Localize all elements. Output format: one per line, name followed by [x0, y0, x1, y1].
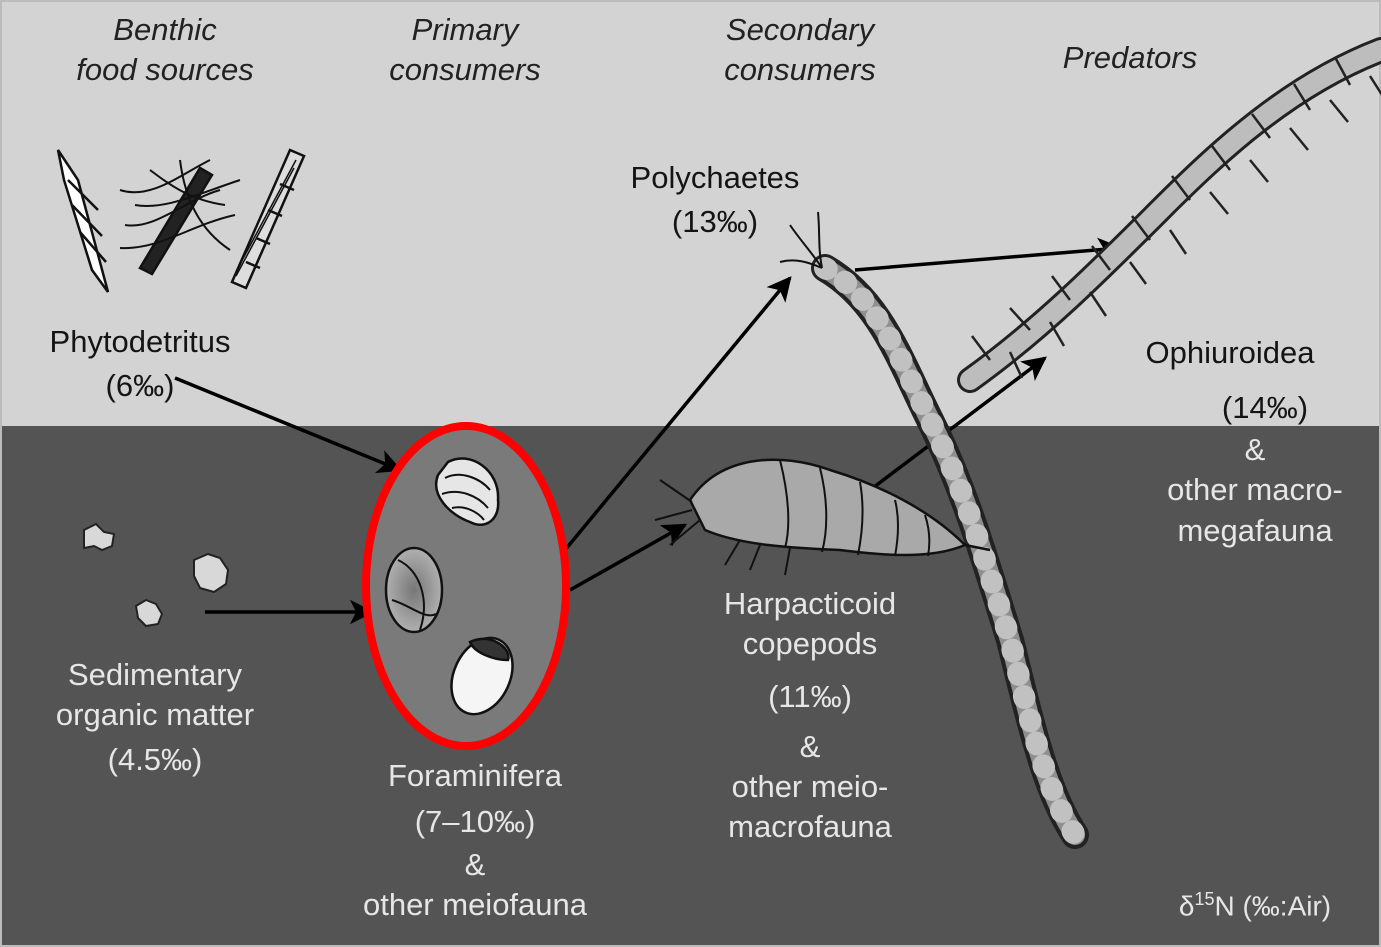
foraminifera-extra: other meiofauna — [320, 885, 630, 925]
header-secondary-line1: Secondary — [690, 10, 910, 50]
phytodetritus-value: (6‰) — [20, 366, 260, 406]
foraminifera-amp: & — [320, 845, 630, 885]
ophiuroidea-extra-line2: megafauna — [1130, 511, 1380, 551]
isotope-axis-note: δ15N (‰:Air) — [1135, 888, 1375, 925]
polychaetes-value: (13‰) — [600, 202, 830, 242]
node-polychaetes: Polychaetes (13‰) — [600, 158, 830, 243]
ophiuroidea-amp: & — [1130, 430, 1380, 470]
polychaetes-name: Polychaetes — [600, 158, 830, 198]
node-harpacticoid-copepods: Harpacticoid copepods (11‰) & other meio… — [680, 584, 940, 848]
node-ophiuroidea-name: Ophiuroidea — [1110, 333, 1350, 373]
header-secondary-line2: consumers — [690, 50, 910, 90]
header-benthic-food-sources: Benthic food sources — [55, 10, 275, 91]
ophiuroidea-extra-line1: other macro- — [1130, 470, 1380, 510]
phytodetritus-name: Phytodetritus — [20, 322, 260, 362]
header-predators: Predators — [1040, 38, 1220, 78]
copepods-amp: & — [680, 727, 940, 767]
header-primary-line1: Primary — [360, 10, 570, 50]
node-ophiuroidea-value: (14‰) — [1150, 388, 1380, 428]
header-primary-line2: consumers — [360, 50, 570, 90]
copepods-name-line2: copepods — [680, 624, 940, 664]
node-phytodetritus: Phytodetritus (6‰) — [20, 322, 260, 407]
header-primary-consumers: Primary consumers — [360, 10, 570, 91]
copepods-value: (11‰) — [680, 677, 940, 717]
isotope-superscript: 15 — [1194, 889, 1214, 909]
header-benthic-line1: Benthic — [55, 10, 275, 50]
copepods-name-line1: Harpacticoid — [680, 584, 940, 624]
node-sedimentary-organic-matter: Sedimentary organic matter (4.5‰) — [30, 655, 280, 780]
foraminifera-value: (7–10‰) — [320, 802, 630, 842]
isotope-suffix: N (‰:Air) — [1214, 890, 1331, 921]
sediment-name-line1: Sedimentary — [30, 655, 280, 695]
foraminifera-highlight — [366, 426, 566, 746]
isotope-prefix: δ — [1179, 890, 1195, 921]
copepods-extra-line2: macrofauna — [680, 807, 940, 847]
sediment-name-line2: organic matter — [30, 695, 280, 735]
copepods-extra-line1: other meio- — [680, 767, 940, 807]
header-secondary-consumers: Secondary consumers — [690, 10, 910, 91]
sediment-value: (4.5‰) — [30, 740, 280, 780]
foraminifera-name: Foraminifera — [320, 756, 630, 796]
node-ophiuroidea-extra: & other macro- megafauna — [1130, 430, 1380, 551]
node-foraminifera: Foraminifera (7–10‰) & other meiofauna — [320, 756, 630, 925]
header-benthic-line2: food sources — [55, 50, 275, 90]
